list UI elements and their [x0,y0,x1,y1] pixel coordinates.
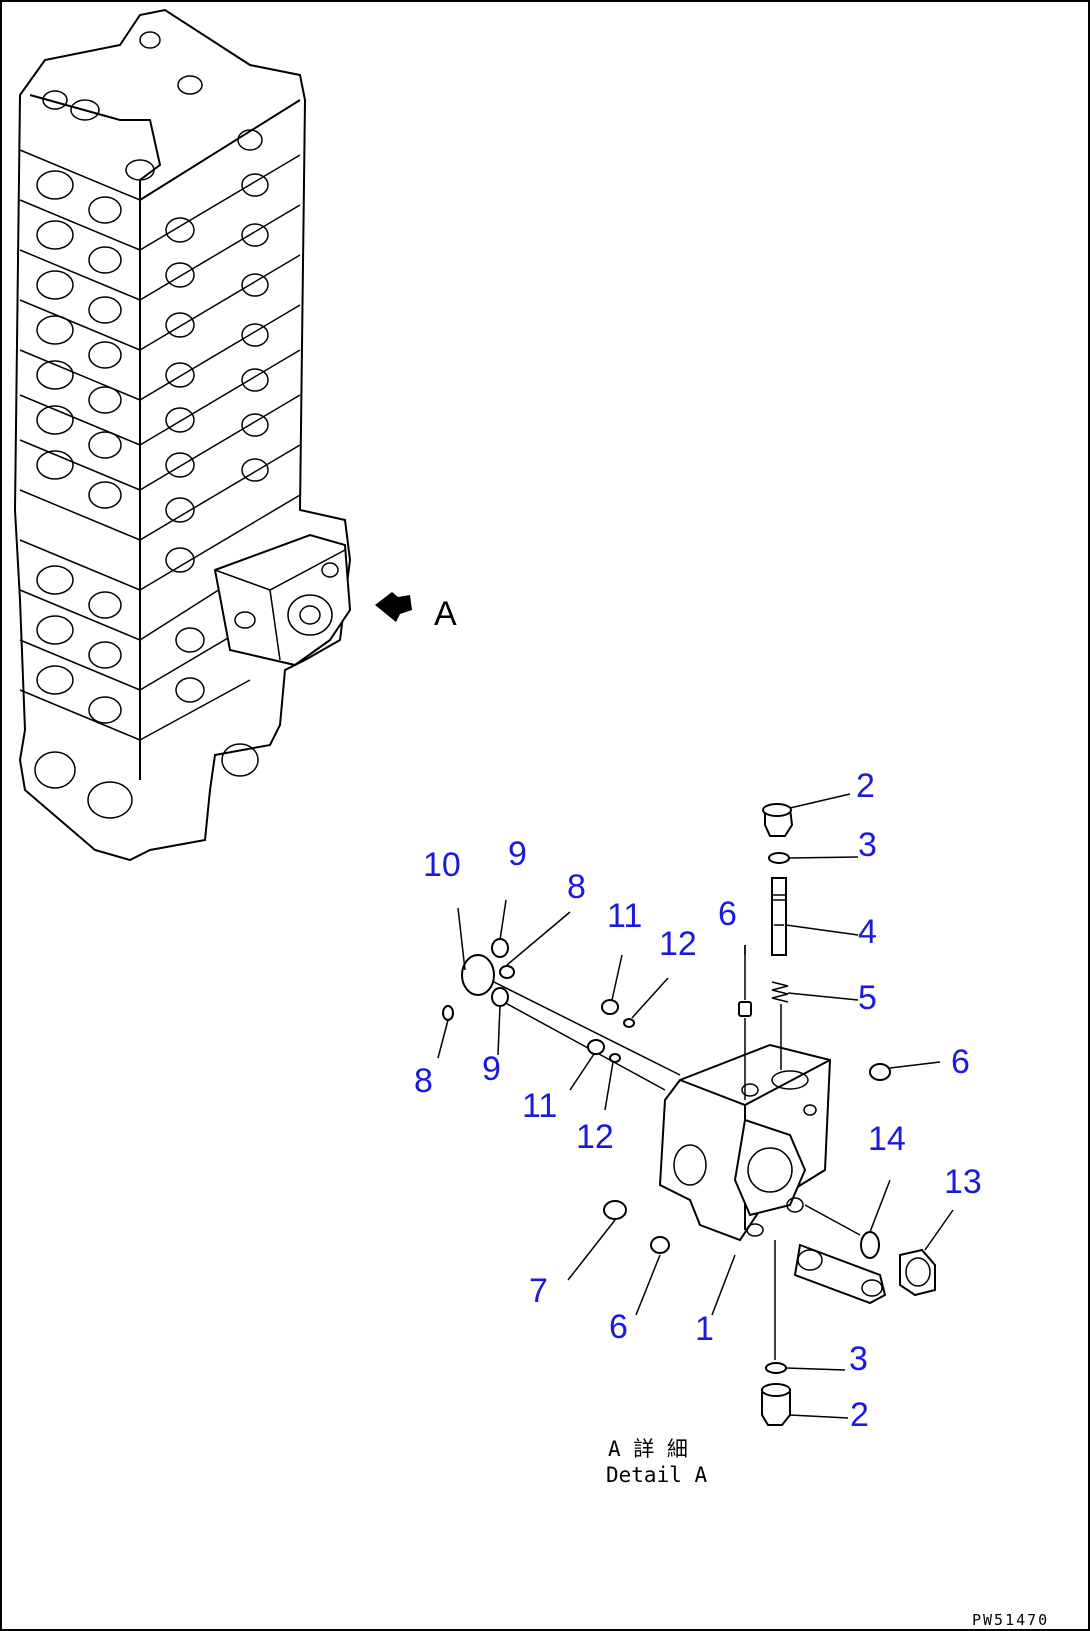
callout-4: 4 [858,913,877,951]
callout-10: 10 [423,846,461,884]
callout-12-bottom: 12 [576,1118,614,1156]
callout-5: 5 [858,979,877,1017]
caption-english: Detail A [606,1463,708,1487]
callout-2-bottom: 2 [850,1396,869,1434]
callout-6-top: 6 [718,895,737,933]
callout-3-top: 3 [858,826,877,864]
callout-12-top: 12 [659,925,697,963]
callout-13: 13 [944,1163,982,1201]
control-valve-assembly [13,8,352,862]
callout-3-bottom: 3 [849,1340,868,1378]
callout-9-top: 9 [508,835,527,873]
callout-11-top: 11 [607,897,642,935]
callout-2-top: 2 [856,767,875,805]
callout-11-bottom: 11 [522,1087,557,1125]
callout-6-bottom: 6 [609,1308,628,1346]
caption-japanese: A 詳 細 [608,1437,688,1461]
callout-8-top: 8 [567,868,586,906]
callout-6-right: 6 [951,1043,970,1081]
callout-8-bottom: 8 [414,1062,433,1100]
detail-a-exploded-view [442,803,936,1426]
view-marker-label: A [434,595,457,633]
callout-labels: 2 3 4 5 6 6 6 7 1 3 2 10 9 8 11 12 8 9 1… [414,767,982,1434]
callout-7: 7 [529,1272,548,1310]
callout-14: 14 [868,1120,906,1158]
page-id: PW51470 [972,1611,1049,1629]
leader-lines [437,793,954,1419]
view-arrow-a: A [375,592,457,633]
callout-1: 1 [695,1310,714,1348]
callout-9-bottom: 9 [482,1050,501,1088]
